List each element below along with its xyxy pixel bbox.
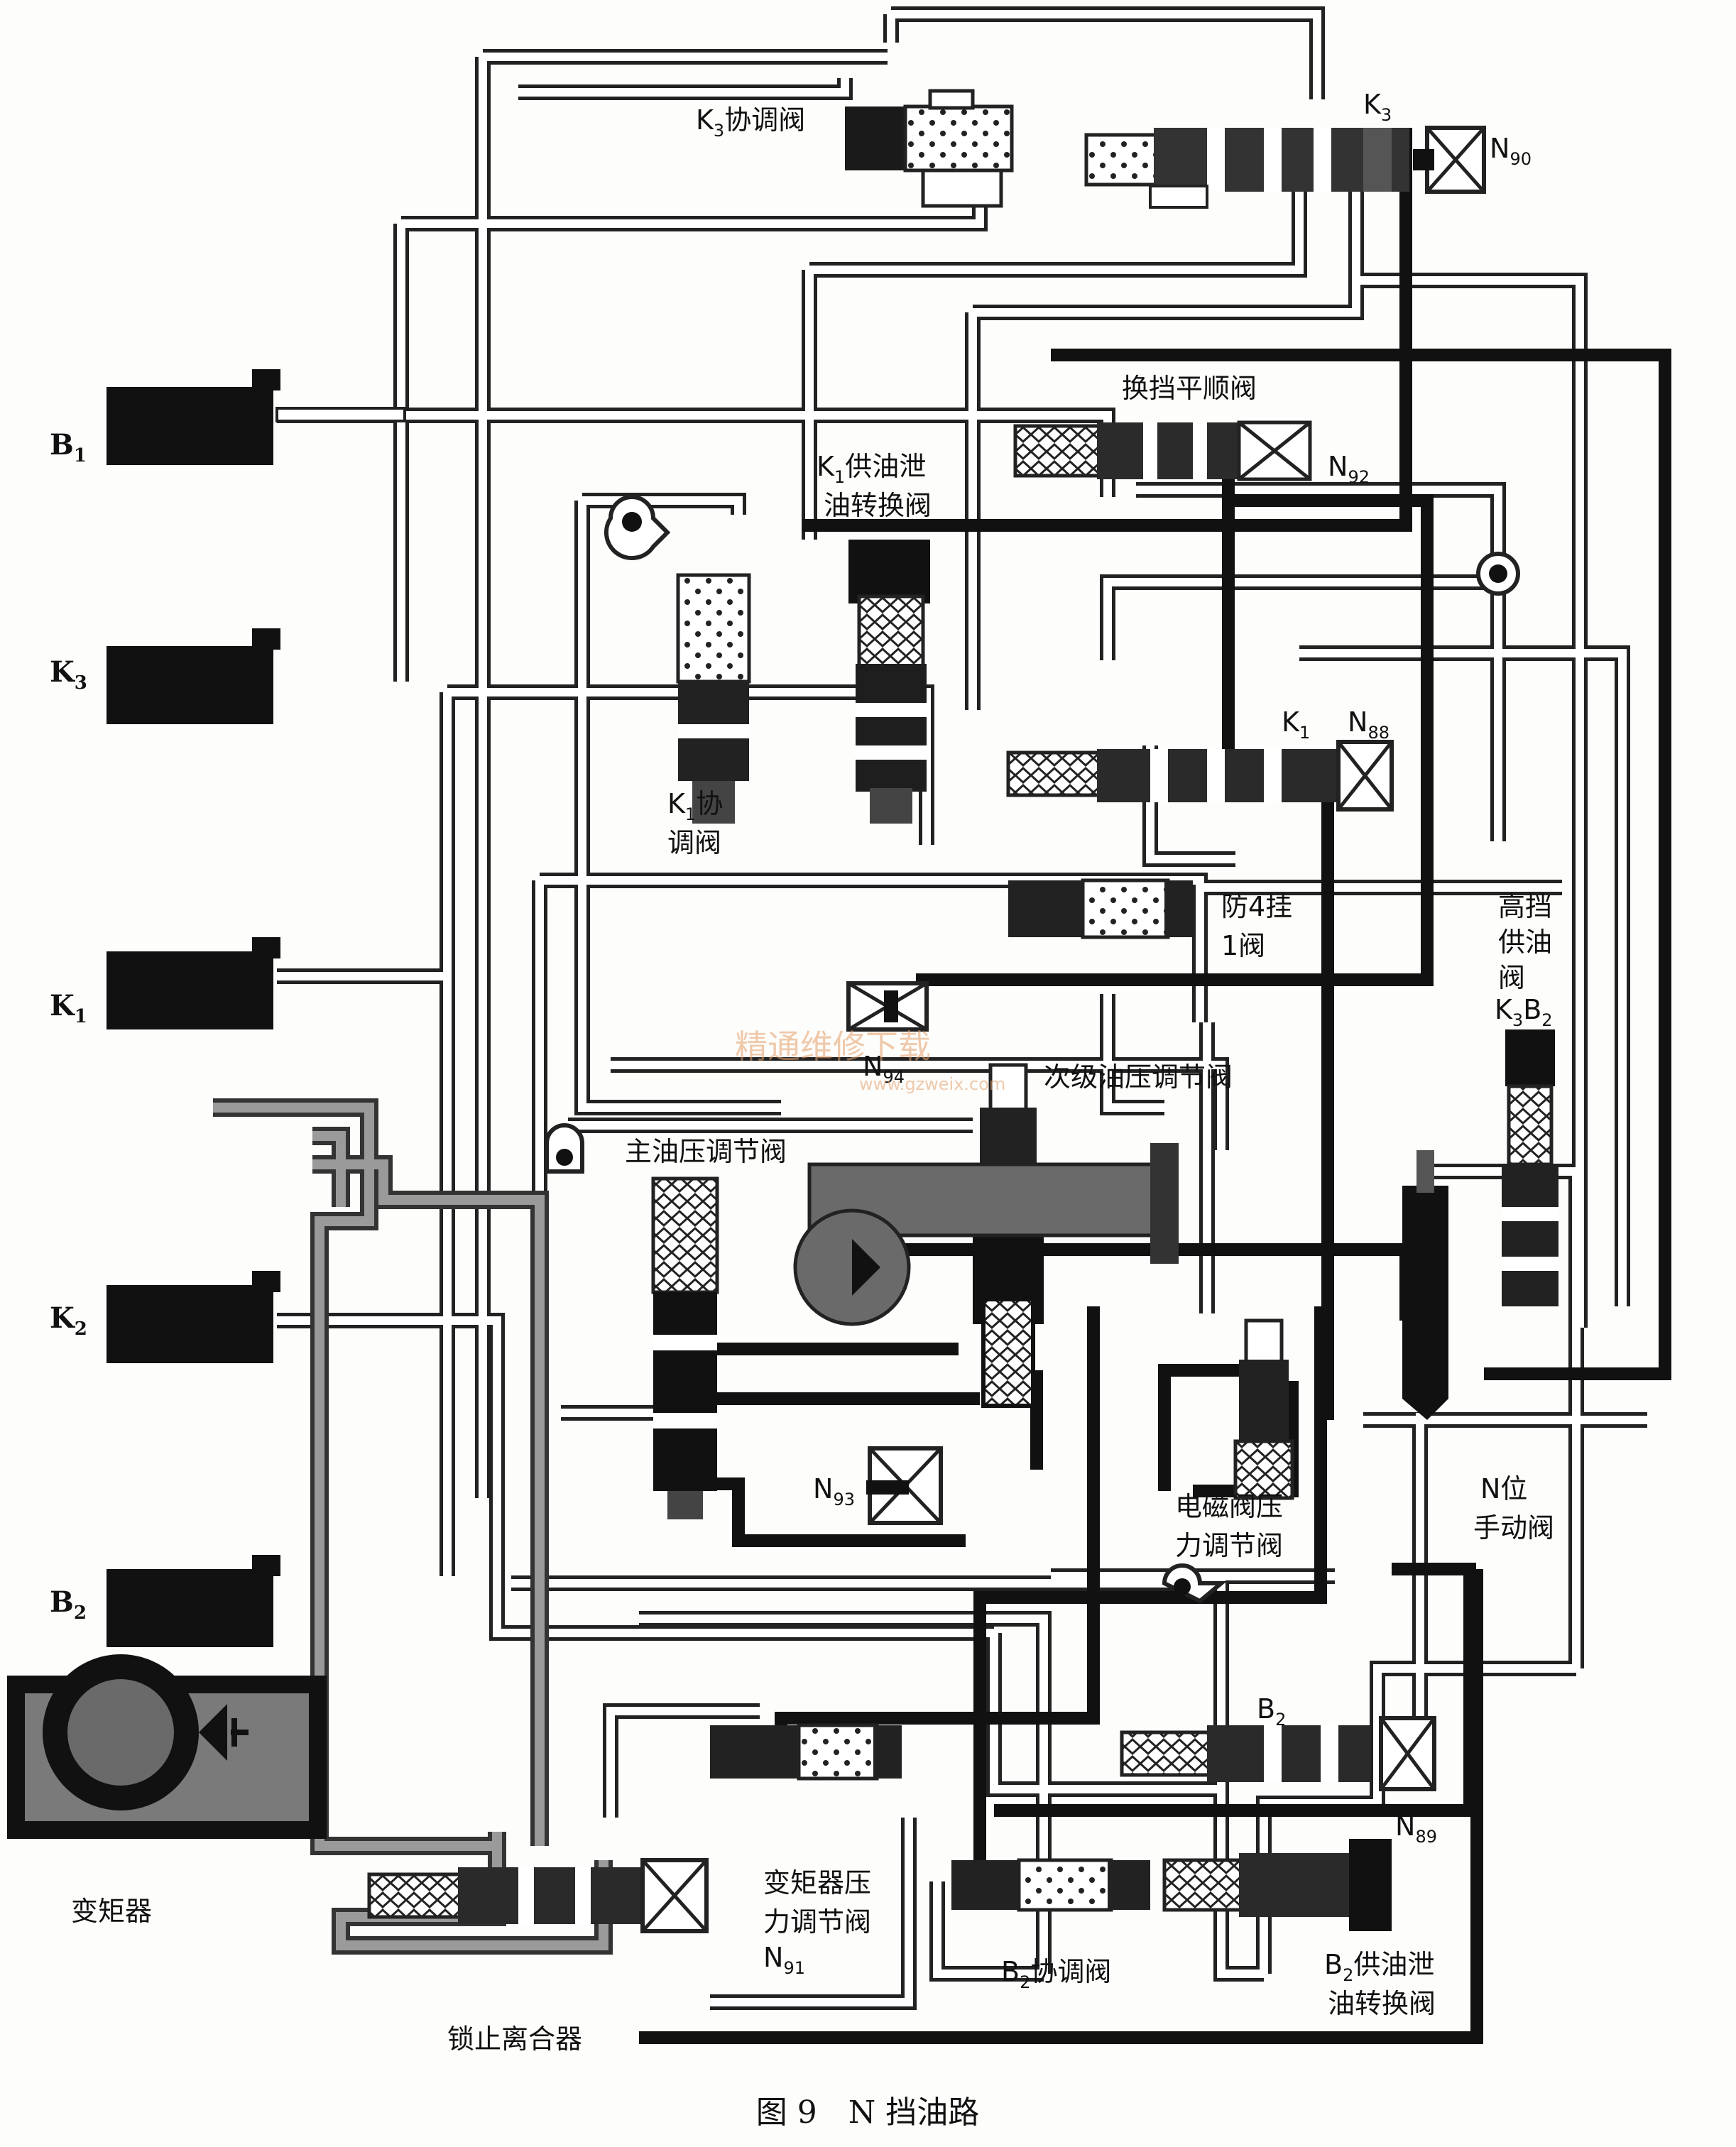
k1-supply-exhaust-valve (848, 540, 930, 824)
shift-smooth-valve (1013, 420, 1312, 481)
label-k3: K3 (50, 655, 87, 694)
b2-supply-exhaust-valve (1162, 1839, 1392, 1931)
watermark: 精通维修下载 www.gzweix.com (735, 1027, 1005, 1094)
label-manual-line2: 手动阀 (1473, 1512, 1554, 1544)
label-main-pressure-valve: 主油压调节阀 (625, 1136, 787, 1167)
k3-solenoid-spool (1084, 128, 1409, 209)
solenoid-pressure-valve (1233, 1318, 1294, 1500)
n91-lockup-spool (367, 1858, 709, 1933)
label-b2-supply-line2: 油转换阀 (1328, 1988, 1436, 2019)
label-secondary-pressure-valve: 次级油压调节阀 (1044, 1061, 1233, 1093)
actuator-k2 (107, 1271, 280, 1363)
check-ball-lower (1162, 1563, 1228, 1604)
label-anti-41-line1: 防4挂 (1221, 891, 1292, 922)
label-n94: N94 (863, 1051, 905, 1087)
converter-pressure-valve (710, 1723, 902, 1781)
label-n93: N93 (813, 1473, 855, 1509)
torque-converter (7, 1654, 327, 1839)
label-solenoid-pressure-line2: 力调节阀 (1175, 1530, 1283, 1561)
actuator-b2 (107, 1555, 280, 1647)
label-shift-smooth-valve: 换挡平顺阀 (1122, 373, 1257, 404)
anti-4-1-valve (1008, 878, 1193, 939)
white-channel-fill (277, 10, 1647, 2006)
check-ball-upper (604, 495, 671, 561)
watermark-line1: 精通维修下载 (735, 1027, 931, 1066)
label-b2: B2 (50, 1585, 87, 1624)
label-manual-line1: N位 (1480, 1473, 1527, 1504)
label-n88: N88 (1348, 706, 1390, 743)
actuator-b1 (107, 369, 406, 465)
watermark-line2: www.gzweix.com (859, 1074, 1005, 1094)
high-gear-supply-valve (1502, 1029, 1558, 1306)
label-b2-supply-line1: B2供油泄 (1324, 1949, 1434, 1985)
label-high-supply-line1: 高挡 (1498, 891, 1552, 922)
label-n90: N90 (1490, 133, 1532, 169)
n90-solenoid (1413, 126, 1486, 194)
b2-solenoid-spool (1120, 1716, 1436, 1791)
label-converter-pressure-line2: 力调节阀 (763, 1906, 871, 1938)
actuator-k3 (107, 628, 280, 724)
b2-coordination-valve (951, 1858, 1150, 1912)
label-b2-solenoid-valve: B2 (1257, 1693, 1286, 1730)
label-high-supply-line3: 阀 (1498, 962, 1525, 993)
label-k1-coord-line2: 调阀 (667, 827, 721, 858)
label-anti-41-line2: 1阀 (1221, 930, 1265, 961)
label-k2: K2 (50, 1301, 87, 1340)
manual-valve (1402, 1150, 1448, 1420)
label-k1-coord-line1: K1协 (667, 788, 723, 824)
n94-solenoid (846, 981, 929, 1032)
label-k3-solenoid-valve: K3 (1363, 89, 1392, 125)
label-b2-coord-valve: B2协调阀 (1001, 1956, 1111, 1992)
check-ball-left (545, 1123, 584, 1174)
label-k1: K1 (50, 989, 87, 1027)
pump-housing (793, 1143, 1179, 1326)
label-n92: N92 (1328, 451, 1370, 487)
label-k1-supply-line1: K1供油泄 (817, 451, 926, 487)
k1-coordination-valve (676, 573, 751, 824)
n93-solenoid (866, 1446, 943, 1525)
label-n91: N91 (763, 1942, 805, 1978)
label-torque-converter: 变矩器 (71, 1896, 152, 1927)
label-b1: B1 (50, 428, 87, 466)
label-converter-pressure-line1: 变矩器压 (763, 1867, 871, 1899)
actuator-k1 (107, 937, 280, 1029)
label-k3-coord-valve: K3协调阀 (696, 104, 805, 141)
label-k1-supply-line2: 油转换阀 (824, 490, 932, 521)
check-ball-right (1476, 552, 1520, 596)
main-pressure-regulator (651, 1176, 719, 1519)
k3-coordination-valve (845, 89, 1014, 208)
label-high-supply-line2: 供油 (1498, 927, 1552, 958)
label-lockup-clutch: 锁止离合器 (447, 2023, 582, 2055)
figure-caption: 图 9 N 挡油路 (756, 2094, 979, 2131)
label-solenoid-pressure-line1: 电磁阀压 (1175, 1491, 1283, 1522)
label-k3b2: K3B2 (1495, 994, 1553, 1030)
k1-solenoid-spool (1006, 740, 1394, 812)
label-n89: N89 (1395, 1810, 1437, 1847)
label-k1-solenoid-valve: K1 (1282, 706, 1310, 743)
